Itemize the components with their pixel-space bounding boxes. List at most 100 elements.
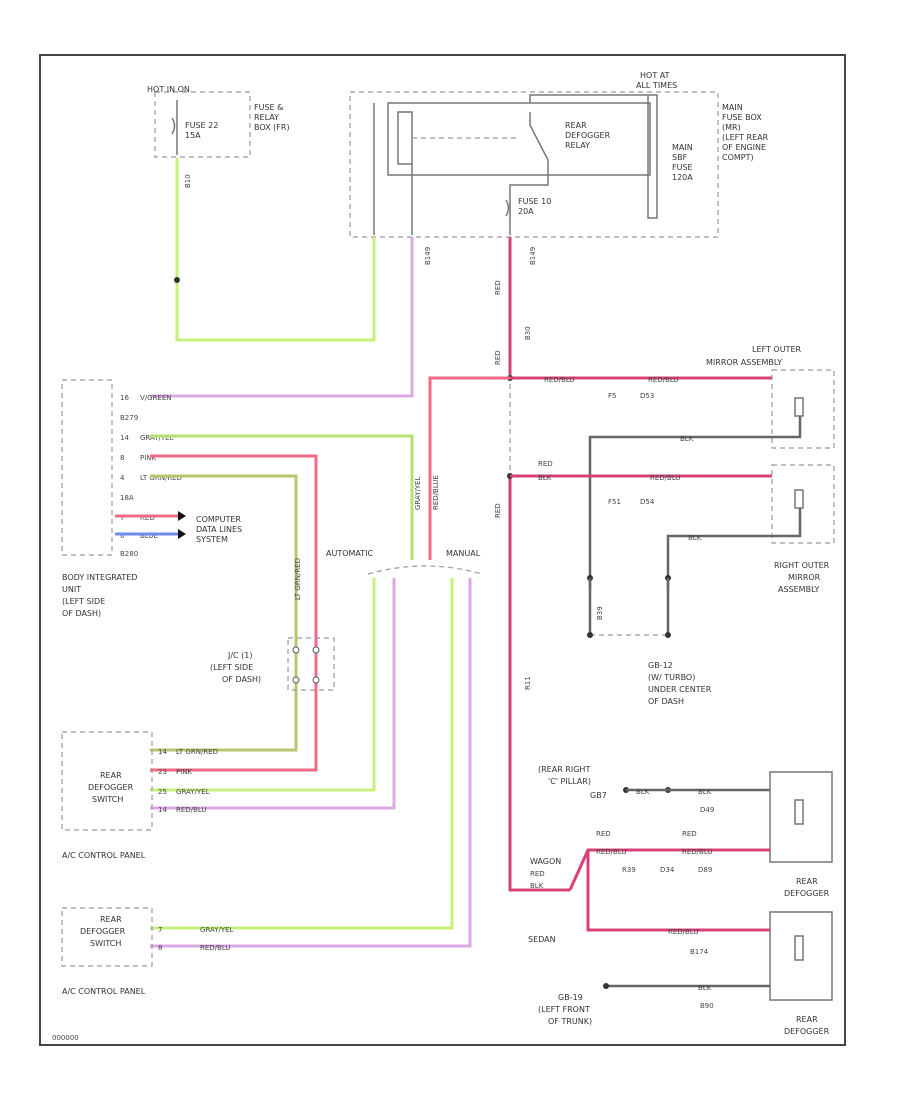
biu-box — [61, 379, 113, 556]
wire-red-blu-auto-switch — [150, 578, 396, 810]
biu-wire-7: RED — [140, 514, 155, 522]
biu-wire-4: LT GRN/RED — [140, 474, 182, 482]
wire-gray-yel-manual-switch — [150, 578, 454, 930]
rds-manual-name-1: REAR — [100, 915, 122, 924]
wire-red-blu-manual-switch — [150, 578, 472, 948]
left-mirror-name-2: MIRROR ASSEMBLY — [706, 358, 782, 367]
rds-manual-wire-2: RED/BLU — [200, 944, 231, 952]
wire-red-to-wagon — [508, 660, 570, 892]
right-mirror-name-2: MIRROR — [788, 573, 821, 582]
automatic-label: AUTOMATIC — [326, 549, 374, 558]
jc-terminal-4 — [312, 676, 320, 684]
left-mirror-conn-2: D53 — [640, 392, 654, 400]
right-mirror-wire-1: RED/BLU — [650, 474, 681, 482]
left-mirror-wire-1: RED/BLU — [544, 376, 575, 384]
rear-defogger-wagon-name-1: REAR — [796, 877, 818, 886]
right-mirror-name-3: ASSEMBLY — [778, 585, 819, 594]
rear-defogger-wagon-name-2: DEFOGGER — [784, 889, 830, 898]
gb12-wires — [588, 578, 670, 635]
ltgrn-vertical-label: LT GRN/RED — [294, 558, 302, 600]
wagon-label: WAGON — [530, 857, 561, 866]
rds-manual-box — [61, 907, 153, 967]
rear-defogger-wagon-grid — [794, 799, 804, 825]
splice-dot — [174, 277, 180, 283]
wagon-red-label-1: RED — [596, 830, 611, 838]
relay-coil — [397, 111, 413, 165]
fuse-10-symbol — [505, 199, 510, 217]
wire-green-fuse22-to-relay — [175, 158, 376, 342]
biu-wire-6: BLUE — [140, 532, 158, 540]
biu-wire-16: V/GREEN — [140, 394, 172, 402]
main-fuse-hot-label-1: HOT AT — [640, 71, 670, 80]
fuse-10-label: FUSE 10 — [518, 197, 551, 206]
gb19-name-3: OF TRUNK) — [548, 1017, 592, 1026]
rds-auto-panel-label: A/C CONTROL PANEL — [62, 851, 146, 860]
jc-name-1: J/C (1) — [227, 651, 253, 660]
biu-pin-16: 16 — [120, 394, 129, 402]
gb19-name-1: GB-19 — [558, 993, 583, 1002]
fuse-relay-wire-code: B10 — [184, 174, 192, 188]
rds-auto-pin-1: 14 — [158, 748, 167, 756]
ground-gb12: B39 GB-12 (W/ TURBO) UNDER CENTER OF DAS… — [587, 575, 712, 706]
biu-pin-8: 8 — [120, 454, 124, 462]
gb12-dot-3 — [587, 632, 593, 638]
jc-1: J/C (1) (LEFT SIDE OF DASH) — [210, 637, 335, 691]
rear-defogger-relay-box — [387, 102, 651, 176]
relay-label-2: DEFOGGER — [565, 131, 611, 140]
fuse-22-amp: 15A — [185, 131, 201, 140]
right-mirror-red-label: RED — [538, 460, 553, 468]
sbf-label-3: FUSE — [672, 163, 693, 172]
rds-auto-name-3: SWITCH — [92, 795, 123, 804]
gray-yel-vertical-label: GRAY/YEL — [414, 476, 422, 510]
jc-name-2: (LEFT SIDE — [210, 663, 253, 672]
fuse-22-label: FUSE 22 — [185, 121, 218, 130]
main-fuse-name-5: OF ENGINE — [722, 143, 766, 152]
wire-right-mirror-ground — [666, 508, 802, 590]
pillar-conn: D49 — [700, 806, 714, 814]
fuse-relay-hot-label: HOT IN ON — [147, 85, 190, 94]
relay-label-1: REAR — [565, 121, 587, 130]
biu-pin-b280: B280 — [120, 550, 138, 558]
wire-code-r11: R11 — [524, 676, 532, 690]
diagram-frame — [39, 54, 846, 1046]
left-mirror-heater — [794, 397, 804, 417]
right-mirror-box — [771, 464, 835, 544]
biu-name-1: BODY INTEGRATED — [62, 573, 137, 582]
wire-sedan-feed — [586, 850, 770, 932]
pillar-name-2: 'C' PILLAR) — [548, 777, 591, 786]
wire-gray-yel-auto-switch — [150, 578, 376, 792]
rds-manual-wire-1: GRAY/YEL — [200, 926, 234, 934]
relay-output — [509, 172, 549, 235]
rds-manual-panel-label: A/C CONTROL PANEL — [62, 987, 146, 996]
rds-manual-pin-1: 7 — [158, 926, 162, 934]
sbf-label-4: 120A — [672, 173, 693, 182]
gb12-dot-4 — [665, 632, 671, 638]
pillar-wire-blk-2: BLK — [698, 788, 712, 796]
right-mirror-conn-2: D54 — [640, 498, 655, 506]
data-line-arrow-1 — [178, 511, 186, 521]
pillar-wire-blk: BLK — [636, 788, 650, 796]
fuse-relay-box: HOT IN ON FUSE 22 15A FUSE & RELAY BOX (… — [147, 85, 290, 188]
wire-left-mirror-ground — [588, 416, 802, 590]
footer-code: 000000 — [52, 1034, 79, 1042]
sbf-loop — [529, 94, 658, 219]
rear-defogger-wagon-box — [769, 771, 833, 863]
main-fuse-name-4: (LEFT REAR — [722, 133, 769, 142]
fuse-relay-box-name-3: BOX (FR) — [254, 123, 290, 132]
biu-pin-18a: 18A — [120, 494, 134, 502]
biu-pin-6: 6 — [120, 532, 125, 540]
red-label-lower: RED — [494, 503, 502, 518]
rds-auto-name-1: REAR — [100, 771, 122, 780]
automatic-manual-selector: AUTOMATIC MANUAL — [326, 549, 483, 575]
left-mirror-ground-wire: BLK — [680, 435, 694, 443]
wagon-conn-1: R39 — [622, 866, 636, 874]
right-mirror-name-1: RIGHT OUTER — [774, 561, 830, 570]
left-mirror-name-1: LEFT OUTER — [752, 345, 801, 354]
rds-auto-wire-3: GRAY/YEL — [176, 788, 210, 796]
right-outer-mirror: RED BLK RED/BLU F51 D54 BLK RIGHT OUTER … — [510, 460, 835, 594]
fuse-22-symbol — [171, 117, 176, 135]
gb19-name-2: (LEFT FRONT — [538, 1005, 590, 1014]
left-mirror-wire-2: RED/BLU — [648, 376, 679, 384]
main-fuse-name-3: (MR) — [722, 123, 741, 132]
gb12-name-2: (W/ TURBO) — [648, 673, 695, 682]
